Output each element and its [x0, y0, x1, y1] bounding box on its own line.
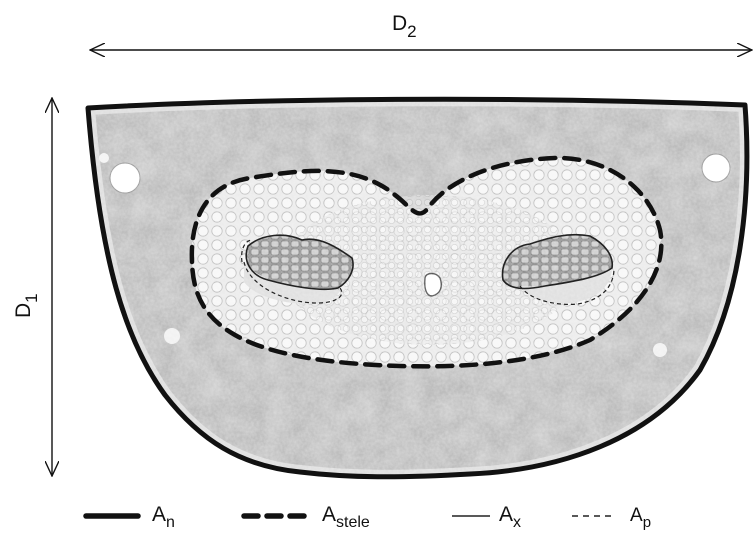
height-label-sub: 1	[22, 293, 41, 302]
legend-item-an: An	[86, 503, 175, 531]
legend-item-astele: Astele	[244, 503, 370, 531]
legend-item-ap: Ap	[572, 505, 651, 531]
legend: An Astele Ax Ap	[86, 503, 651, 531]
width-dimension: D2	[90, 12, 752, 50]
legend-label-ap: Ap	[630, 505, 651, 531]
legend-label-ax-main: A	[499, 503, 513, 526]
legend-label-ax: Ax	[499, 503, 521, 531]
width-label-main: D	[392, 12, 407, 35]
legend-label-an-main: A	[152, 503, 166, 526]
height-dimension: D1	[12, 98, 52, 476]
legend-label-an: An	[152, 503, 175, 531]
legend-label-an-sub: n	[166, 514, 175, 531]
legend-label-ap-main: A	[630, 505, 643, 526]
legend-label-astele-sub: stele	[336, 514, 370, 531]
legend-item-ax: Ax	[452, 503, 521, 531]
legend-label-astele: Astele	[322, 503, 370, 531]
legend-label-ax-sub: x	[513, 514, 521, 531]
legend-label-astele-main: A	[322, 503, 336, 526]
root-cross-section	[80, 90, 755, 490]
width-label-sub: 2	[407, 22, 416, 41]
legend-label-ap-sub: p	[643, 514, 651, 531]
height-label-main: D	[12, 303, 35, 318]
height-label: D1	[12, 293, 41, 318]
width-label: D2	[392, 12, 417, 41]
